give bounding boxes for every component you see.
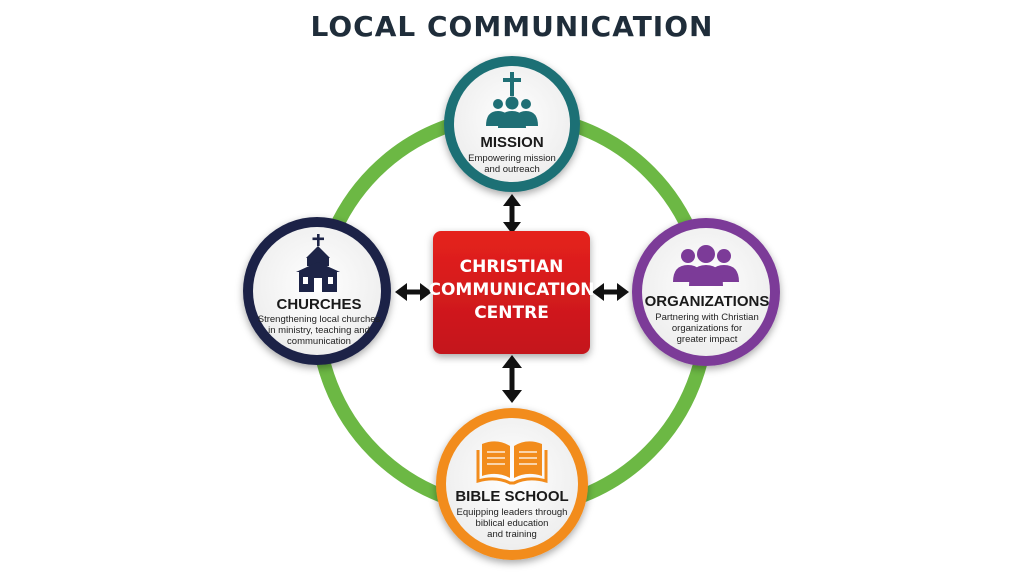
- arrow-centre-bible-school: [502, 355, 522, 403]
- bible-school-desc-line-2: biblical education: [476, 518, 549, 529]
- churches-desc-line-1: Strengthening local churches: [258, 314, 381, 325]
- centre-line-1: CHRISTIAN: [460, 257, 564, 277]
- mission-label: MISSION: [480, 134, 543, 151]
- organizations-desc-line-3: greater impact: [677, 334, 738, 345]
- node-churches: CHURCHES Strengthening local churches in…: [243, 217, 391, 365]
- open-book-icon: [476, 441, 548, 485]
- people-group-icon: [673, 245, 739, 286]
- bible-school-label: BIBLE SCHOOL: [455, 488, 568, 505]
- organizations-desc-line-1: Partnering with Christian: [655, 312, 759, 323]
- bible-school-desc-line-3: and training: [487, 529, 537, 540]
- centre-box: [433, 231, 590, 354]
- arrow-centre-mission: [503, 194, 521, 234]
- bible-school-desc-line-1: Equipping leaders through: [457, 507, 568, 518]
- organizations-desc-line-2: organizations for: [672, 323, 742, 334]
- node-bible-school: BIBLE SCHOOL Equipping leaders through b…: [436, 408, 588, 560]
- centre-line-2: COMMUNICATION: [428, 280, 594, 300]
- mission-desc-line-2: and outreach: [484, 164, 539, 175]
- page-title: LOCAL COMMUNICATION: [310, 10, 714, 43]
- node-mission: MISSION Empowering mission and outreach: [444, 56, 580, 192]
- organizations-label: ORGANIZATIONS: [645, 293, 770, 310]
- arrow-centre-organizations: [592, 283, 629, 301]
- centre-line-3: CENTRE: [474, 303, 549, 323]
- churches-desc-line-2: in ministry, teaching and: [268, 325, 370, 336]
- mission-desc-line-1: Empowering mission: [468, 153, 556, 164]
- cross-people-icon: [486, 72, 538, 128]
- node-organizations: ORGANIZATIONS Partnering with Christian …: [632, 218, 780, 366]
- churches-label: CHURCHES: [276, 296, 361, 313]
- church-icon: [296, 234, 340, 292]
- churches-desc-line-3: communication: [287, 336, 351, 347]
- arrow-centre-churches: [395, 283, 432, 301]
